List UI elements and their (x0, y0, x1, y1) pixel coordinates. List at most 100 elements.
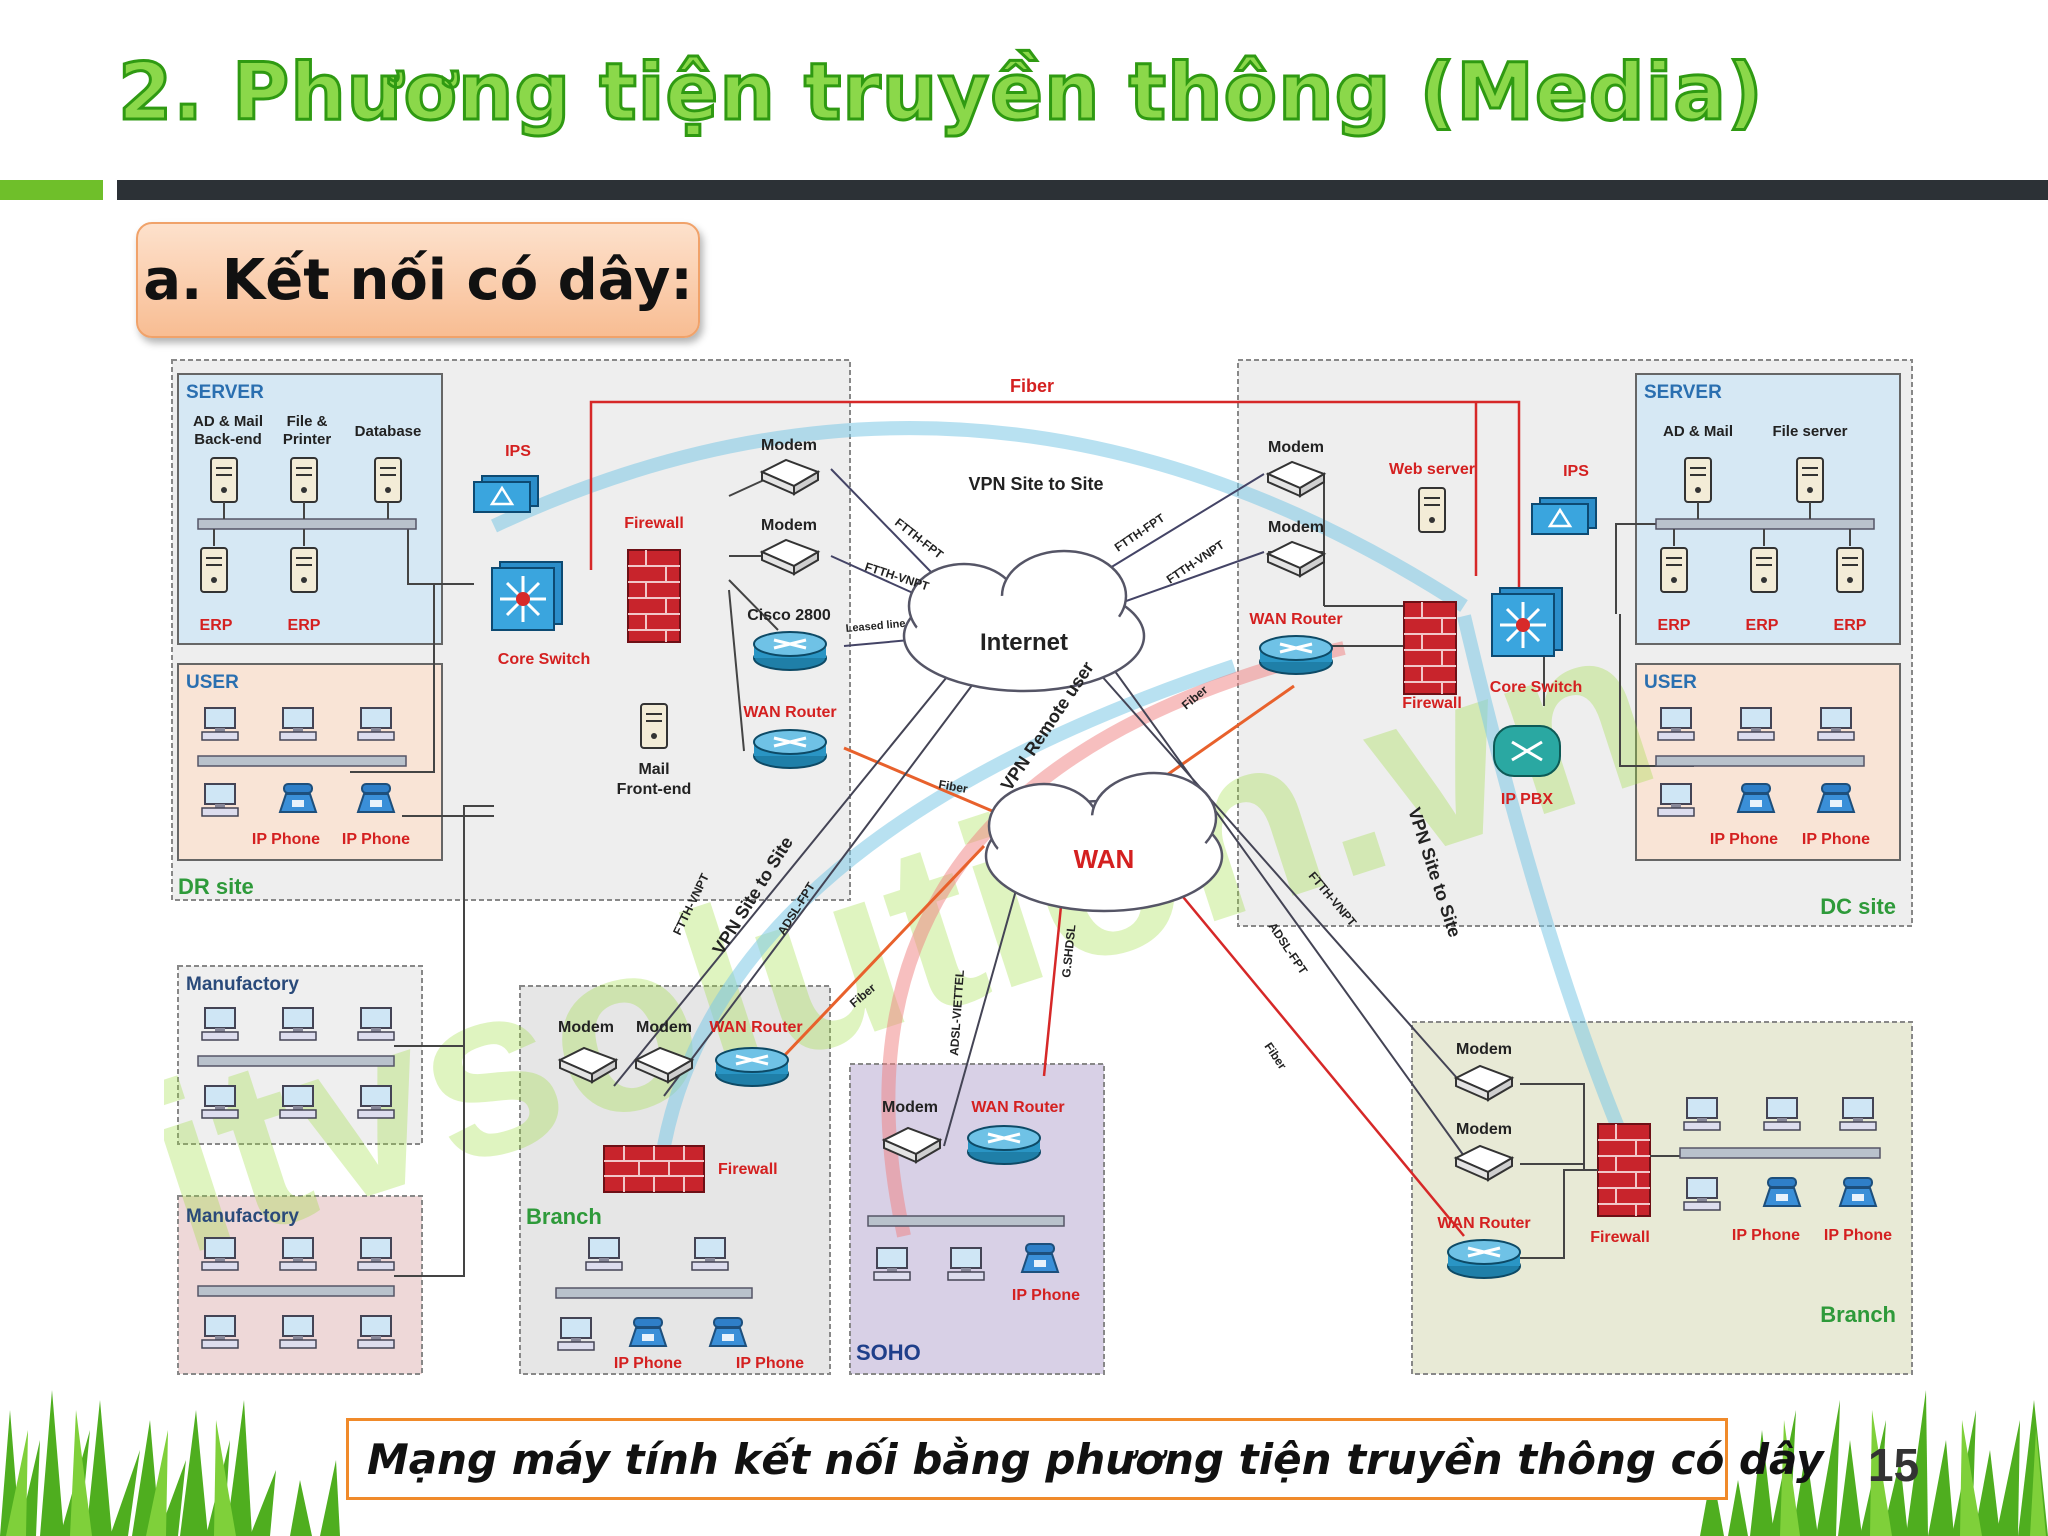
pc-icon (947, 1247, 985, 1281)
router-icon (714, 1046, 790, 1088)
pc-icon (1657, 783, 1695, 817)
branch-right-label: Branch (1820, 1302, 1896, 1327)
pc-icon (279, 1007, 317, 1041)
pc-icon (201, 1237, 239, 1271)
pc-icon (1817, 707, 1855, 741)
front-end-label: Front-end (617, 781, 692, 798)
web-server-label: Web server (1389, 461, 1475, 478)
file-server-label: File server (1772, 423, 1847, 440)
ip-phone-label: IP Phone (736, 1355, 804, 1372)
ip-phone-label: IP Phone (614, 1355, 682, 1372)
page-number: 15 (1868, 1439, 1920, 1491)
link-label: FTTH-FPT (1112, 510, 1168, 554)
server-icon (210, 457, 238, 503)
modem-label: Modem (636, 1019, 692, 1036)
modem-label: Modem (558, 1019, 614, 1036)
ip-phone-icon (629, 1317, 667, 1347)
router-icon (1446, 1238, 1522, 1280)
ip-phone-label: IP Phone (1710, 831, 1778, 848)
pc-icon (357, 1007, 395, 1041)
pc-icon (279, 707, 317, 741)
pc-icon (1683, 1177, 1721, 1211)
erp-label: ERP (288, 617, 321, 634)
erp-label: ERP (1746, 617, 1779, 634)
server-left-box (177, 373, 443, 645)
network-bus (555, 1287, 753, 1299)
ip-phone-label: IP Phone (1802, 831, 1870, 848)
modem-label: Modem (882, 1099, 938, 1116)
server-icon (200, 547, 228, 593)
fiber-link-label: Fiber (1010, 376, 1054, 396)
core-switch-label: Core Switch (498, 651, 590, 668)
modem-label: Modem (1268, 439, 1324, 456)
pc-icon (357, 707, 395, 741)
pc-icon (201, 707, 239, 741)
erp-label: ERP (1658, 617, 1691, 634)
ip-phone-icon (279, 783, 317, 813)
pc-icon (585, 1237, 623, 1271)
soho-label: SOHO (856, 1340, 921, 1365)
title-underline-accent (0, 180, 103, 200)
firewall-icon (627, 549, 681, 643)
network-bus (1655, 755, 1865, 767)
pc-icon (1657, 707, 1695, 741)
modem-label: Modem (761, 517, 817, 534)
user-left-heading: USER (186, 672, 239, 693)
server-icon (290, 457, 318, 503)
server-icon (1418, 487, 1446, 533)
grass-decoration (0, 1390, 2048, 1536)
branch-left-label: Branch (526, 1204, 602, 1229)
cisco-2800-label: Cisco 2800 (747, 607, 831, 624)
wan-label: WAN (1074, 844, 1135, 874)
ips-icon (1530, 496, 1598, 536)
link-label: FTTH-VNPT (1164, 537, 1228, 586)
modem-label: Modem (1268, 519, 1324, 536)
ips-label: IPS (505, 443, 531, 460)
router-icon (752, 728, 828, 770)
internet-cloud: Internet (902, 549, 1146, 693)
vpn-link-label: VPN Site to Site (968, 474, 1103, 494)
figure-caption: Mạng máy tính kết nối bằng phương tiện t… (346, 1418, 1823, 1500)
link-label: ADSL-VIETTEL (947, 969, 967, 1056)
pc-icon (201, 1085, 239, 1119)
file-label: File & (287, 413, 328, 430)
network-bus (867, 1215, 1065, 1227)
link-label: G.SHDSL (1059, 924, 1078, 979)
ip-phone-icon (709, 1317, 747, 1347)
ad-mail-label: AD & Mail (1663, 423, 1733, 440)
wan-router-label: WAN Router (743, 704, 836, 721)
server-icon (374, 457, 402, 503)
pc-icon (557, 1317, 595, 1351)
wan-cloud: WAN (984, 771, 1224, 913)
pc-icon (279, 1315, 317, 1349)
core-switch-label: Core Switch (1490, 679, 1582, 696)
wan-router-label: WAN Router (1437, 1215, 1530, 1232)
network-bus (197, 1285, 395, 1297)
mail-label: Mail (638, 761, 669, 778)
link-label: Fiber (937, 777, 969, 796)
pc-icon (201, 1315, 239, 1349)
server-right-box (1635, 373, 1901, 645)
link-label: Leased line (845, 618, 906, 635)
user-right-heading: USER (1644, 672, 1697, 693)
backend-label: Back-end (194, 431, 262, 448)
dr-site-label: DR site (178, 874, 254, 899)
manufactory-heading: Manufactory (186, 1206, 299, 1227)
firewall-label: Firewall (718, 1161, 778, 1178)
server-left-heading: SERVER (186, 382, 264, 403)
router-icon (752, 630, 828, 672)
firewall-label: Firewall (1402, 695, 1462, 712)
pc-icon (1839, 1097, 1877, 1131)
core-switch-icon (1490, 586, 1564, 658)
section-heading: a. Kết nối có dây: (136, 222, 700, 338)
server-icon (1796, 457, 1824, 503)
server-icon (290, 547, 318, 593)
vpn-remote-arc (881, 641, 1346, 1238)
pc-icon (357, 1085, 395, 1119)
firewall-icon (1597, 1123, 1651, 1217)
dc-site-label: DC site (1820, 894, 1896, 919)
ip-phone-icon (1737, 783, 1775, 813)
ip-phone-icon (1817, 783, 1855, 813)
modem-label: Modem (761, 437, 817, 454)
internet-label: Internet (980, 629, 1068, 656)
